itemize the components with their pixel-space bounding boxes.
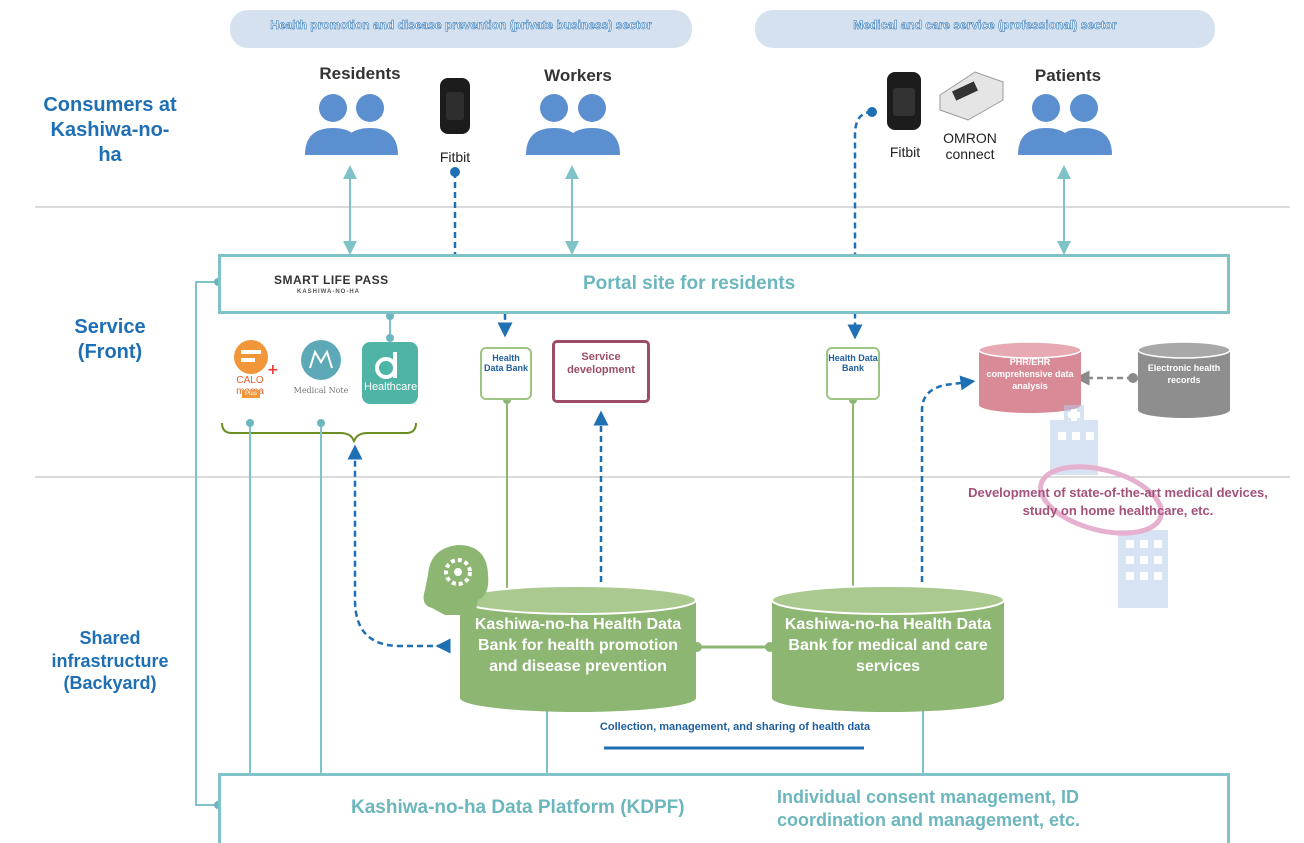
sector-medical-care-pill: Medical and care service (professional) … <box>755 10 1215 48</box>
devices-text: Development of state-of-the-art medical … <box>968 485 1268 518</box>
portal-site-label: Portal site for residents <box>583 273 796 294</box>
cycle-arrow-icon <box>1038 464 1164 536</box>
consent-label: Individual consent management, ID coordi… <box>777 787 1081 830</box>
residents-icon <box>305 94 398 155</box>
ehr-label: Electronic health records <box>1147 363 1221 385</box>
sector-medical-care-label: Medical and care service (professional) … <box>853 18 1117 33</box>
healthcare-app-icon <box>362 342 418 404</box>
phr-cylinder <box>978 341 1082 413</box>
sector-health-promotion-label: Health promotion and disease prevention … <box>270 18 652 33</box>
office-building-icon <box>1118 530 1168 608</box>
service-development-box: Service development <box>552 340 650 403</box>
ai-head-icon <box>423 545 489 615</box>
smart-life-pass-title: SMART LIFE PASS <box>274 273 389 287</box>
left-frame-line <box>195 281 218 806</box>
bank-apps-dashed-arrow <box>347 444 451 654</box>
omron-label: OMRON connect <box>943 130 997 162</box>
phr-label: PHR/EHR comprehensive data analysis <box>986 357 1074 391</box>
row-label-shared: Shared infrastructure (Backyard) <box>51 628 169 693</box>
hdb-box-label: Health Data Bank <box>483 353 528 373</box>
kdpf-label: Kashiwa-no-ha Data Platform (KDPF) <box>351 797 685 818</box>
calo-mama-badge: Plus <box>242 390 260 398</box>
patients-icon <box>1018 94 1112 155</box>
hdb2-box-label: Health Data Bank <box>828 353 878 373</box>
medical-bank-label: Kashiwa-no-ha Health Data Bank for medic… <box>784 616 992 675</box>
row-label-consumers: Consumers at Kashiwa-no-ha <box>43 94 177 166</box>
fitbit2-label: Fitbit <box>889 144 921 160</box>
omron-device-icon <box>939 71 1004 121</box>
apps-brace <box>221 422 417 443</box>
portal-site-box[interactable]: SMART LIFE PASS KASHIWA-NO-HA Portal sit… <box>218 254 1230 314</box>
row-label-service: Service (Front) <box>74 316 146 363</box>
phr-dashed-arrow <box>920 375 976 592</box>
fitbit-watch-icon <box>440 78 470 134</box>
medical-note-label: Medical Note <box>293 386 349 395</box>
workers-icon <box>526 94 620 155</box>
health-promotion-bank-label: Kashiwa-no-ha Health Data Bank for healt… <box>474 616 682 675</box>
collection-text: Collection, management, and sharing of h… <box>599 721 871 733</box>
ehr-cylinder <box>1137 341 1231 418</box>
health-promotion-bank-cylinder <box>459 585 697 712</box>
kdpf-box[interactable]: Kashiwa-no-ha Data Platform (KDPF) Indiv… <box>218 773 1230 843</box>
fitbit-label: Fitbit <box>439 149 471 165</box>
healthcare-label: Healthcare <box>364 381 418 393</box>
sector-health-promotion-pill: Health promotion and disease prevention … <box>230 10 692 48</box>
patients-label: Patients <box>1034 66 1102 85</box>
service-development-label: Service development <box>567 351 635 376</box>
hdb-box: Health Data Bank <box>480 347 532 400</box>
fitbit2-watch-icon <box>887 72 921 130</box>
medical-bank-cylinder <box>771 585 1005 712</box>
svg-text:+: + <box>267 362 279 378</box>
calo-mama-app-icon: + <box>234 340 279 378</box>
workers-label: Workers <box>544 66 612 85</box>
hdb2-box: Health Data Bank <box>826 347 880 400</box>
residents-label: Residents <box>319 64 401 83</box>
smart-life-pass-subtitle: KASHIWA-NO-HA <box>297 289 360 295</box>
medical-note-app-icon <box>301 340 341 380</box>
